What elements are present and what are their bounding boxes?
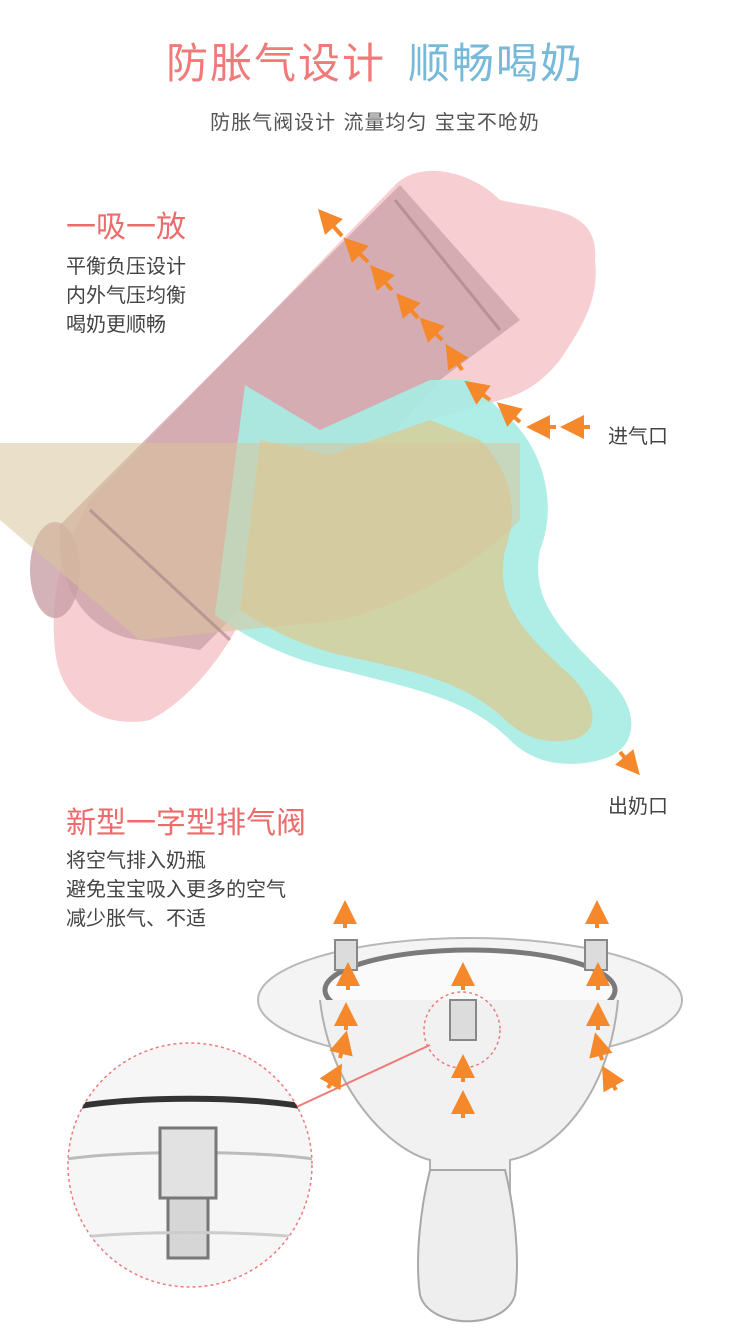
section1-heading: 一吸一放 xyxy=(66,210,186,245)
title-part-2: 顺畅喝奶 xyxy=(408,39,585,88)
section2-line-3: 减少胀气、不适 xyxy=(66,906,206,930)
milk-overlay xyxy=(0,443,520,640)
section2-heading: 新型一字型排气阀 xyxy=(66,806,306,841)
section1-line-2: 内外气压均衡 xyxy=(66,283,186,307)
section1-line-3: 喝奶更顺畅 xyxy=(66,312,166,336)
screw-threads xyxy=(88,199,502,642)
arrow-group-exhaust xyxy=(319,900,625,1118)
section2-line-1: 将空气排入奶瓶 xyxy=(66,848,206,872)
page-subtitle: 防胀气阀设计 流量均匀 宝宝不呛奶 xyxy=(210,110,540,134)
valve-center xyxy=(449,999,477,1041)
section2-line-2: 避免宝宝吸入更多的空气 xyxy=(66,877,286,901)
zoom-target-circle xyxy=(423,991,501,1069)
zoom-connector xyxy=(289,1044,431,1111)
nipple-cross-section-illustration xyxy=(0,170,632,764)
valve-right xyxy=(584,939,608,971)
page-title: 防胀气设计顺畅喝奶 xyxy=(0,30,750,91)
valve-left xyxy=(334,939,358,971)
nipple-teat xyxy=(417,1169,518,1323)
air-inlet-label: 进气口 xyxy=(608,424,668,448)
airflow-arrows-top xyxy=(318,209,640,776)
section1-line-1: 平衡负压设计 xyxy=(66,254,186,278)
milk-outlet-label: 出奶口 xyxy=(608,794,668,818)
arrow-group-inflow xyxy=(318,209,640,776)
title-part-1: 防胀气设计 xyxy=(165,39,386,88)
